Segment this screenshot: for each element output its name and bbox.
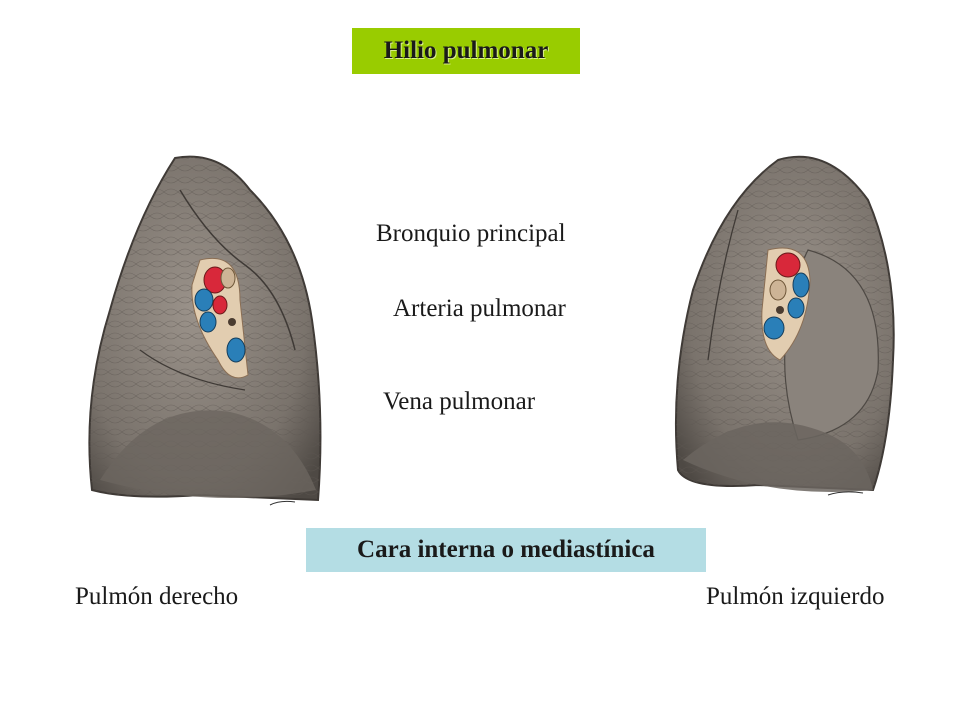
right-lung-illustration bbox=[88, 155, 322, 506]
label-vena-pulmonar: Vena pulmonar bbox=[383, 388, 536, 415]
page-title: Hilio pulmonar bbox=[352, 28, 580, 74]
label-arteria-pulmonar: Arteria pulmonar bbox=[393, 295, 566, 322]
label-bronquio-principal: Bronquio principal bbox=[376, 220, 566, 247]
label-right-lung: Pulmón derecho bbox=[75, 583, 239, 610]
label-left-lung: Pulmón izquierdo bbox=[706, 583, 885, 610]
left-lung-illustration bbox=[674, 155, 895, 496]
section-subtitle: Cara interna o mediastínica bbox=[306, 528, 706, 572]
